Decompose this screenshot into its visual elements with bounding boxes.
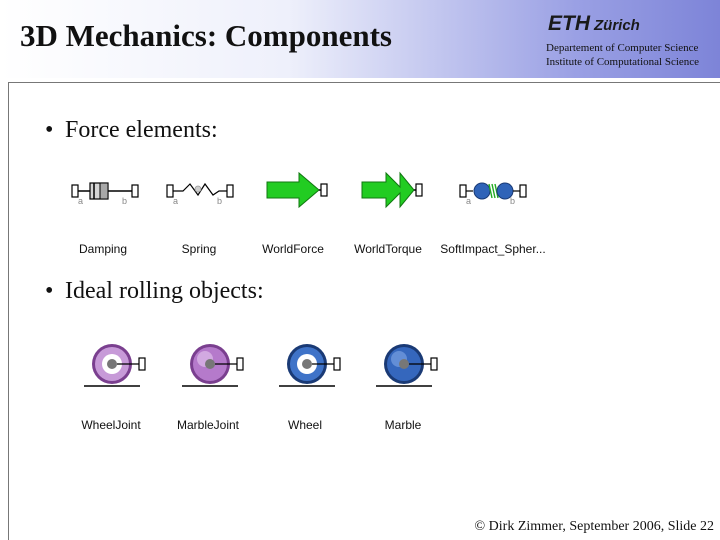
- slide-header: [0, 0, 720, 78]
- rolling-object-label: MarbleJoint: [176, 418, 240, 432]
- port-b-label: b: [217, 196, 222, 206]
- eth-logo-city: Zürich: [594, 17, 640, 34]
- port-b-label: b: [510, 196, 515, 206]
- department-name: Departement of Computer Science: [546, 42, 699, 54]
- force-element-label: WorldTorque: [354, 242, 422, 256]
- port-a-label: a: [173, 196, 178, 206]
- rolling-object-label: Marble: [384, 418, 422, 432]
- world-torque-arrow-icon: [361, 171, 423, 209]
- slide-frame-left: [8, 82, 9, 540]
- force-element-label: SoftImpact_Spher...: [440, 242, 546, 256]
- wheel-joint-icon: [84, 344, 146, 387]
- port-b-label: b: [122, 196, 127, 206]
- rolling-object-label: WheelJoint: [81, 418, 141, 432]
- bullet-force-elements: • Force elements:: [45, 117, 218, 144]
- damper-icon: a b: [71, 182, 139, 206]
- department-block: Departement of Computer Science Institut…: [546, 41, 699, 69]
- eth-logo-text: ETH: [548, 12, 590, 35]
- slide-title: 3D Mechanics: Components: [20, 18, 392, 53]
- bullet-text: Force elements:: [65, 117, 218, 143]
- force-element-label: Damping: [78, 242, 128, 256]
- wheel-icon: [279, 344, 341, 387]
- bullet-rolling-objects: • Ideal rolling objects:: [45, 278, 264, 305]
- port-a-label: a: [466, 196, 471, 206]
- bullet-symbol: •: [45, 117, 54, 143]
- bullet-text: Ideal rolling objects:: [65, 278, 264, 304]
- force-element-label: Spring: [181, 242, 217, 256]
- institute-name: Institute of Computational Science: [546, 56, 700, 68]
- port-a-label: a: [78, 196, 83, 206]
- marble-icon: [376, 344, 438, 387]
- slide-frame-top: [8, 82, 720, 83]
- soft-impact-spheres-icon: a b: [459, 182, 527, 206]
- rolling-object-label: Wheel: [287, 418, 323, 432]
- slide-footer: © Dirk Zimmer, September 2006, Slide 22: [474, 519, 714, 534]
- world-force-arrow-icon: [266, 171, 328, 209]
- spring-icon: a b: [166, 182, 234, 206]
- bullet-symbol: •: [45, 278, 54, 304]
- force-element-label: WorldForce: [262, 242, 324, 256]
- marble-joint-icon: [182, 344, 244, 387]
